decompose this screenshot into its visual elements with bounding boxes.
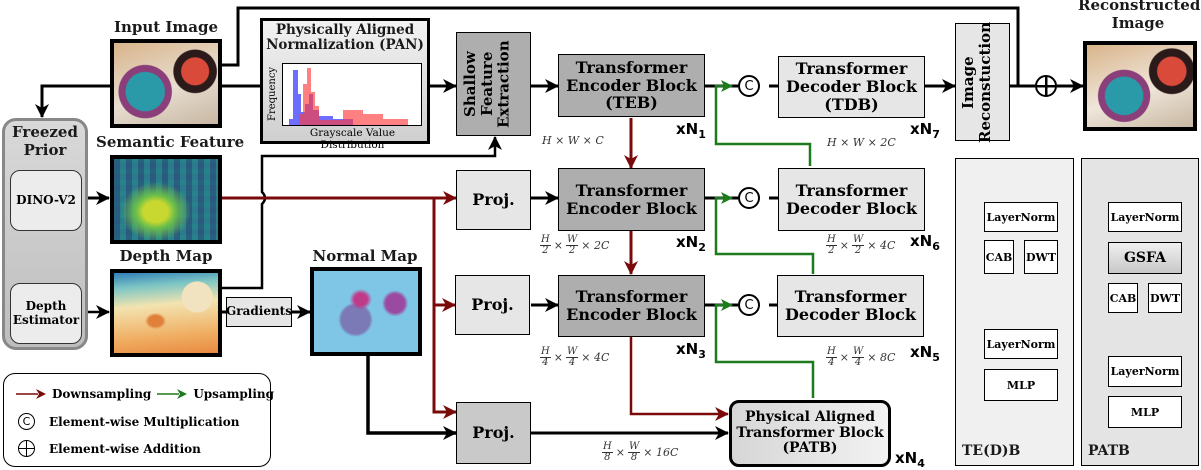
dim-level1-decoder: H × W × 2C bbox=[827, 136, 896, 149]
repeat-n7: xN7 bbox=[910, 120, 940, 141]
reconstructed-image bbox=[1083, 41, 1197, 131]
pan-title: Physically Aligned Normalization (PAN) bbox=[266, 22, 424, 54]
pan-module: Physically Aligned Normalization (PAN) F… bbox=[260, 18, 430, 151]
semantic-to-proj2-arrow bbox=[432, 198, 456, 312]
semantic-feature-label: Semantic Feature bbox=[96, 133, 245, 151]
patb-layernorm-2: LayerNorm bbox=[1108, 356, 1182, 387]
repeat-n4: xN4 bbox=[895, 449, 925, 470]
patb-dwt: DWT bbox=[1148, 283, 1182, 313]
pan-x-axis-label: Grayscale Value Distribution bbox=[309, 127, 396, 151]
downsample-3-arrow bbox=[629, 336, 729, 421]
dino-v2-model: DINO-V2 bbox=[10, 170, 82, 231]
normal-map bbox=[310, 267, 422, 356]
depth-to-shallow-line bbox=[222, 136, 502, 290]
proj-block-2: Proj. bbox=[455, 275, 530, 335]
patb-block-detail: LayerNorm GSFA CAB DWT LayerNorm MLP PAT… bbox=[1081, 158, 1199, 466]
input-image-label: Input Image bbox=[113, 18, 219, 36]
semantic-feature-map bbox=[110, 155, 222, 244]
repeat-n6: xN6 bbox=[910, 232, 940, 253]
pan-y-axis-label: Frequency bbox=[267, 66, 278, 121]
skip-connection-line bbox=[222, 6, 1020, 86]
proj-block-1: Proj. bbox=[456, 170, 531, 230]
legend-row-addition: Element-wise Addition bbox=[18, 440, 201, 457]
reconstructed-image-label: Reconstructed Image bbox=[1078, 0, 1201, 32]
upsample-3-line bbox=[714, 299, 815, 398]
freezed-prior-panel: Freezed Prior DINO-V2 Depth Estimator bbox=[2, 118, 88, 350]
shallow-feature-extraction: Shallow Feature Extraction bbox=[456, 32, 531, 136]
legend-row-multiplication: C Element-wise Multiplication bbox=[18, 413, 239, 430]
repeat-n5: xN5 bbox=[910, 343, 940, 364]
gradients-op: Gradients bbox=[226, 297, 292, 327]
dim-level1-encoder: H × W × C bbox=[542, 134, 604, 147]
transformer-encoder-block-2: Transformer Encoder Block bbox=[558, 168, 705, 231]
legend-upsampling-label: Upsampling bbox=[193, 387, 275, 401]
legend-row-sampling: Downsampling Upsampling bbox=[16, 387, 274, 401]
ted-layernorm-1: LayerNorm bbox=[984, 202, 1058, 232]
upsampling-arrow-icon bbox=[157, 389, 188, 399]
concat-icon: C bbox=[18, 413, 35, 430]
ted-block-title: TE(D)B bbox=[962, 443, 1021, 459]
patb-gsfa: GSFA bbox=[1108, 242, 1182, 274]
freezed-prior-title: Freezed Prior bbox=[12, 123, 78, 159]
legend-multiplication-label: Element-wise Multiplication bbox=[49, 414, 240, 429]
plus-circle-icon bbox=[18, 440, 35, 457]
repeat-n3: xN3 bbox=[676, 340, 706, 361]
upsample-2-line bbox=[714, 192, 815, 274]
ted-block-detail: LayerNorm CAB DWT LayerNorm MLP TE(D)B bbox=[955, 158, 1074, 466]
ted-dwt: DWT bbox=[1024, 240, 1058, 274]
transformer-encoder-block-3: Transformer Encoder Block bbox=[558, 275, 705, 337]
normal-map-label: Normal Map bbox=[312, 247, 418, 265]
histogram-series-red bbox=[299, 68, 408, 125]
ted-cab: CAB bbox=[984, 240, 1014, 274]
ted-layernorm-2: LayerNorm bbox=[984, 329, 1058, 359]
transformer-decoder-block-3: Transformer Decoder Block bbox=[777, 275, 924, 337]
patb-block-title: PATB bbox=[1088, 443, 1130, 459]
physical-aligned-transformer-block: Physical Aligned Transformer Block (PATB… bbox=[729, 400, 891, 467]
semantic-to-proj4-arrow bbox=[432, 305, 457, 419]
repeat-n1: xN1 bbox=[676, 120, 706, 141]
ted-mlp: MLP bbox=[984, 369, 1058, 401]
transformer-encoder-block-1: Transformer Encoder Block (TEB) bbox=[558, 54, 705, 117]
patb-mlp: MLP bbox=[1108, 396, 1182, 428]
histogram-svg bbox=[289, 68, 408, 125]
input-to-prior-line bbox=[35, 84, 110, 118]
proj-block-4: Proj. bbox=[456, 402, 531, 464]
concat-symbol-1: C bbox=[738, 75, 760, 97]
concat-symbol-3: C bbox=[738, 294, 760, 316]
legend-downsampling-label: Downsampling bbox=[52, 387, 152, 401]
normal-to-proj4-arrow bbox=[366, 356, 457, 440]
downsampling-arrow-icon bbox=[16, 389, 46, 399]
depth-map-label: Depth Map bbox=[119, 247, 213, 265]
depth-estimator-model: Depth Estimator bbox=[10, 283, 82, 344]
transformer-decoder-block-2: Transformer Decoder Block bbox=[778, 168, 925, 231]
concat-symbol-2: C bbox=[738, 187, 760, 209]
patb-layernorm-1: LayerNorm bbox=[1108, 202, 1182, 232]
repeat-n2: xN2 bbox=[676, 233, 706, 254]
input-image bbox=[110, 39, 222, 128]
element-wise-addition-icon bbox=[1035, 75, 1057, 97]
image-reconstruction: Image Reconstuction bbox=[955, 21, 1010, 143]
legend: Downsampling Upsampling C Element-wise M… bbox=[3, 373, 274, 467]
upsample-1-line bbox=[714, 80, 812, 166]
depth-map bbox=[110, 269, 222, 357]
transformer-decoder-block-1: Transformer Decoder Block (TDB) bbox=[778, 56, 925, 118]
pan-histogram bbox=[282, 63, 422, 126]
patb-cab: CAB bbox=[1108, 283, 1138, 313]
legend-addition-label: Element-wise Addition bbox=[49, 441, 201, 456]
